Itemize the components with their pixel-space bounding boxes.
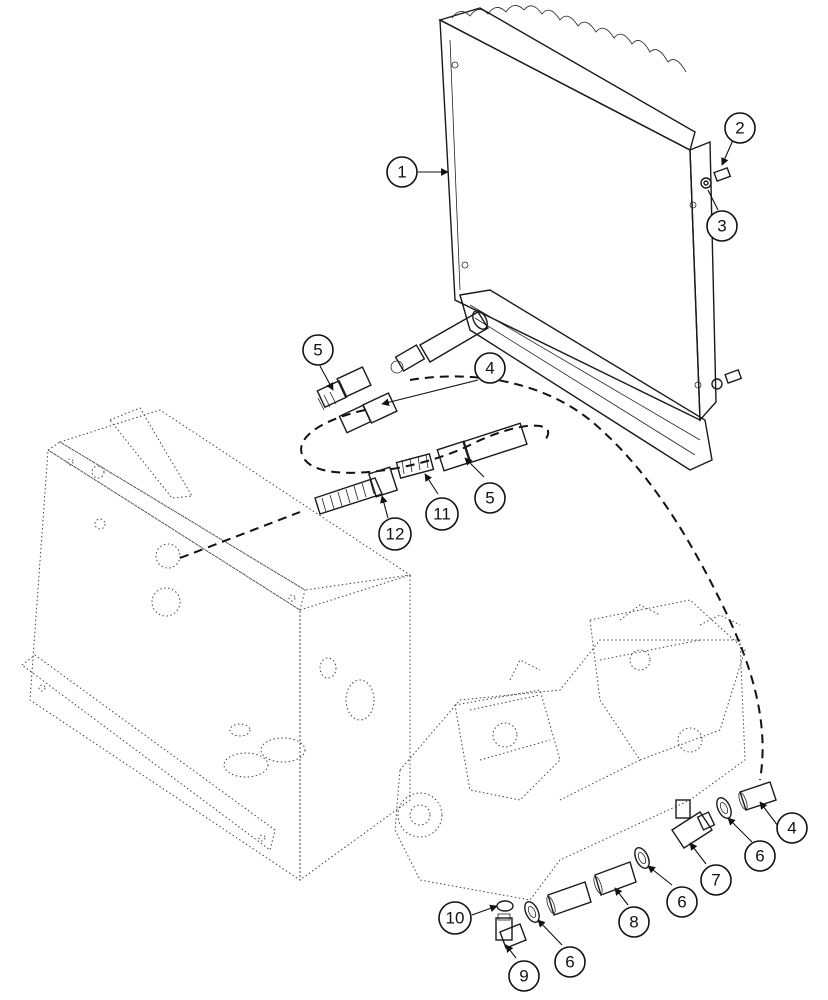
hose-4-lower bbox=[738, 781, 777, 811]
hose-barb-12 bbox=[314, 466, 399, 515]
callout-6-right: 6 bbox=[744, 840, 776, 872]
hose-end-5-lower bbox=[436, 422, 528, 472]
reservoir-connection bbox=[179, 511, 301, 559]
callout-5-lower: 5 bbox=[474, 482, 506, 514]
svg-text:12: 12 bbox=[386, 525, 405, 544]
elbow-fitting-9 bbox=[495, 913, 527, 949]
clamp-6-right bbox=[716, 797, 732, 819]
hose-segment bbox=[546, 881, 592, 916]
callout-2: 2 bbox=[724, 112, 756, 144]
hose-routing bbox=[300, 375, 764, 781]
callout-11: 11 bbox=[425, 497, 459, 531]
svg-text:5: 5 bbox=[485, 489, 494, 508]
svg-text:1: 1 bbox=[397, 163, 406, 182]
leader-lines bbox=[319, 139, 779, 959]
callout-1: 1 bbox=[386, 156, 418, 188]
svg-text:8: 8 bbox=[629, 913, 638, 932]
svg-text:6: 6 bbox=[565, 953, 574, 972]
clamp-6-middle bbox=[634, 847, 650, 869]
svg-text:6: 6 bbox=[677, 893, 686, 912]
callout-12: 12 bbox=[378, 517, 412, 551]
adapter-fitting-5-upper bbox=[316, 366, 372, 411]
hose-end-4-upper bbox=[338, 392, 398, 434]
svg-text:4: 4 bbox=[787, 819, 796, 838]
callout-3: 3 bbox=[706, 210, 738, 242]
svg-text:5: 5 bbox=[313, 341, 322, 360]
svg-text:6: 6 bbox=[755, 847, 764, 866]
svg-text:11: 11 bbox=[433, 505, 451, 524]
hose-8 bbox=[593, 861, 637, 896]
fitting-11 bbox=[395, 453, 435, 479]
svg-text:3: 3 bbox=[717, 217, 726, 236]
callout-7: 7 bbox=[700, 864, 732, 896]
callout-6-middle: 6 bbox=[666, 886, 698, 918]
callout-6-left: 6 bbox=[554, 946, 586, 978]
tee-fitting-7 bbox=[671, 799, 716, 849]
callout-5-upper: 5 bbox=[302, 334, 334, 366]
cooler-tube bbox=[390, 310, 489, 374]
cooler-bolt bbox=[700, 166, 743, 390]
hydraulic-reservoir bbox=[21, 407, 412, 881]
callout-9: 9 bbox=[508, 960, 540, 992]
hydraulic-pump bbox=[394, 599, 746, 901]
clamp-6-left bbox=[524, 901, 540, 923]
svg-text:10: 10 bbox=[446, 909, 465, 928]
svg-text:2: 2 bbox=[735, 119, 744, 138]
callout-8: 8 bbox=[618, 906, 650, 938]
svg-text:7: 7 bbox=[711, 871, 720, 890]
oil-cooler bbox=[438, 5, 717, 471]
svg-text:4: 4 bbox=[485, 359, 494, 378]
o-ring-10 bbox=[496, 900, 514, 912]
svg-text:9: 9 bbox=[519, 967, 528, 986]
callout-4-lower: 4 bbox=[776, 812, 808, 844]
callout-4-upper: 4 bbox=[474, 352, 506, 384]
callout-10: 10 bbox=[438, 901, 472, 935]
